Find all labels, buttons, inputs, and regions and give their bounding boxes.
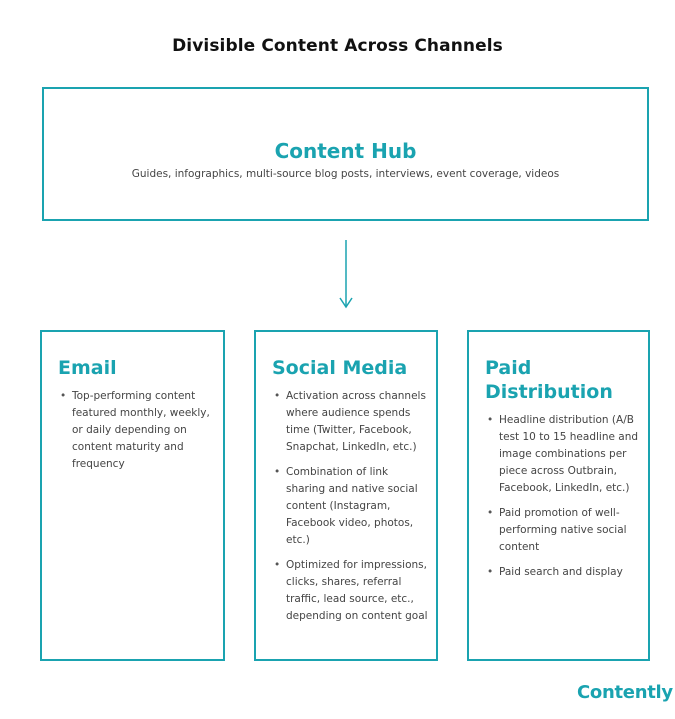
content-hub-subtitle: Guides, infographics, multi-source blog …	[131, 168, 560, 180]
list-item: Activation across channels where audienc…	[272, 388, 430, 456]
contently-logo: Contently	[577, 682, 673, 703]
email-card: Email Top-performing content featured mo…	[40, 330, 225, 661]
content-hub-title: Content Hub	[274, 139, 417, 163]
paid-distribution-card-title: Paid Distribution	[485, 357, 613, 403]
social-media-card: Social Media Activation across channels …	[254, 330, 438, 661]
down-arrow-icon	[339, 240, 353, 309]
list-item: Headline distribution (A/B test 10 to 15…	[485, 412, 642, 497]
list-item: Paid search and display	[485, 564, 642, 581]
paid-distribution-card: Paid Distribution Headline distribution …	[467, 330, 650, 661]
email-card-list: Top-performing content featured monthly,…	[58, 388, 217, 481]
social-media-card-title: Social Media	[272, 357, 408, 379]
email-card-title: Email	[58, 357, 117, 379]
paid-distribution-card-list: Headline distribution (A/B test 10 to 15…	[485, 412, 642, 589]
list-item: Paid promotion of well-performing native…	[485, 505, 642, 556]
content-hub-box: Content Hub Guides, infographics, multi-…	[42, 87, 649, 221]
diagram-title: Divisible Content Across Channels	[172, 36, 503, 56]
list-item: Optimized for impressions, clicks, share…	[272, 557, 430, 625]
social-media-card-list: Activation across channels where audienc…	[272, 388, 430, 633]
list-item: Top-performing content featured monthly,…	[58, 388, 217, 473]
list-item: Combination of link sharing and native s…	[272, 464, 430, 549]
